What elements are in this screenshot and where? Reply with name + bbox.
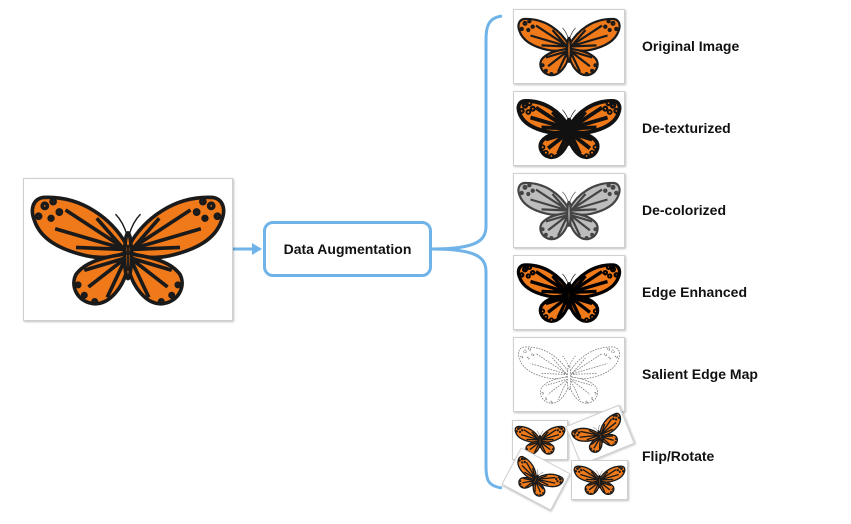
output-label-original: Original Image <box>642 38 740 54</box>
butterfly-icon <box>514 338 624 411</box>
butterfly-icon <box>514 10 624 83</box>
butterfly-icon <box>572 461 627 499</box>
input-image <box>23 178 233 321</box>
data-augmentation-label: Data Augmentation <box>283 241 412 257</box>
output-image-flip-d <box>571 460 628 500</box>
butterfly-icon <box>514 174 624 247</box>
output-image-decolorized <box>513 173 625 248</box>
butterfly-icon <box>514 256 624 329</box>
output-image-original <box>513 9 625 84</box>
butterfly-icon <box>24 179 232 320</box>
output-image-detexturized <box>513 91 625 166</box>
output-label-decolorized: De-colorized <box>642 202 727 218</box>
butterfly-icon <box>514 92 624 165</box>
output-label-edge-enhanced: Edge Enhanced <box>642 284 748 300</box>
data-augmentation-box: Data Augmentation <box>263 221 432 277</box>
output-label-detexturized: De-texturized <box>642 120 731 136</box>
input-arrow-head <box>252 243 262 255</box>
output-image-edge-enhanced <box>513 255 625 330</box>
output-label-salient-edge-map: Salient Edge Map <box>642 366 758 382</box>
output-brace <box>431 14 503 490</box>
output-image-salient-edge-map <box>513 337 625 412</box>
output-label-flip-rotate: Flip/Rotate <box>642 448 715 464</box>
